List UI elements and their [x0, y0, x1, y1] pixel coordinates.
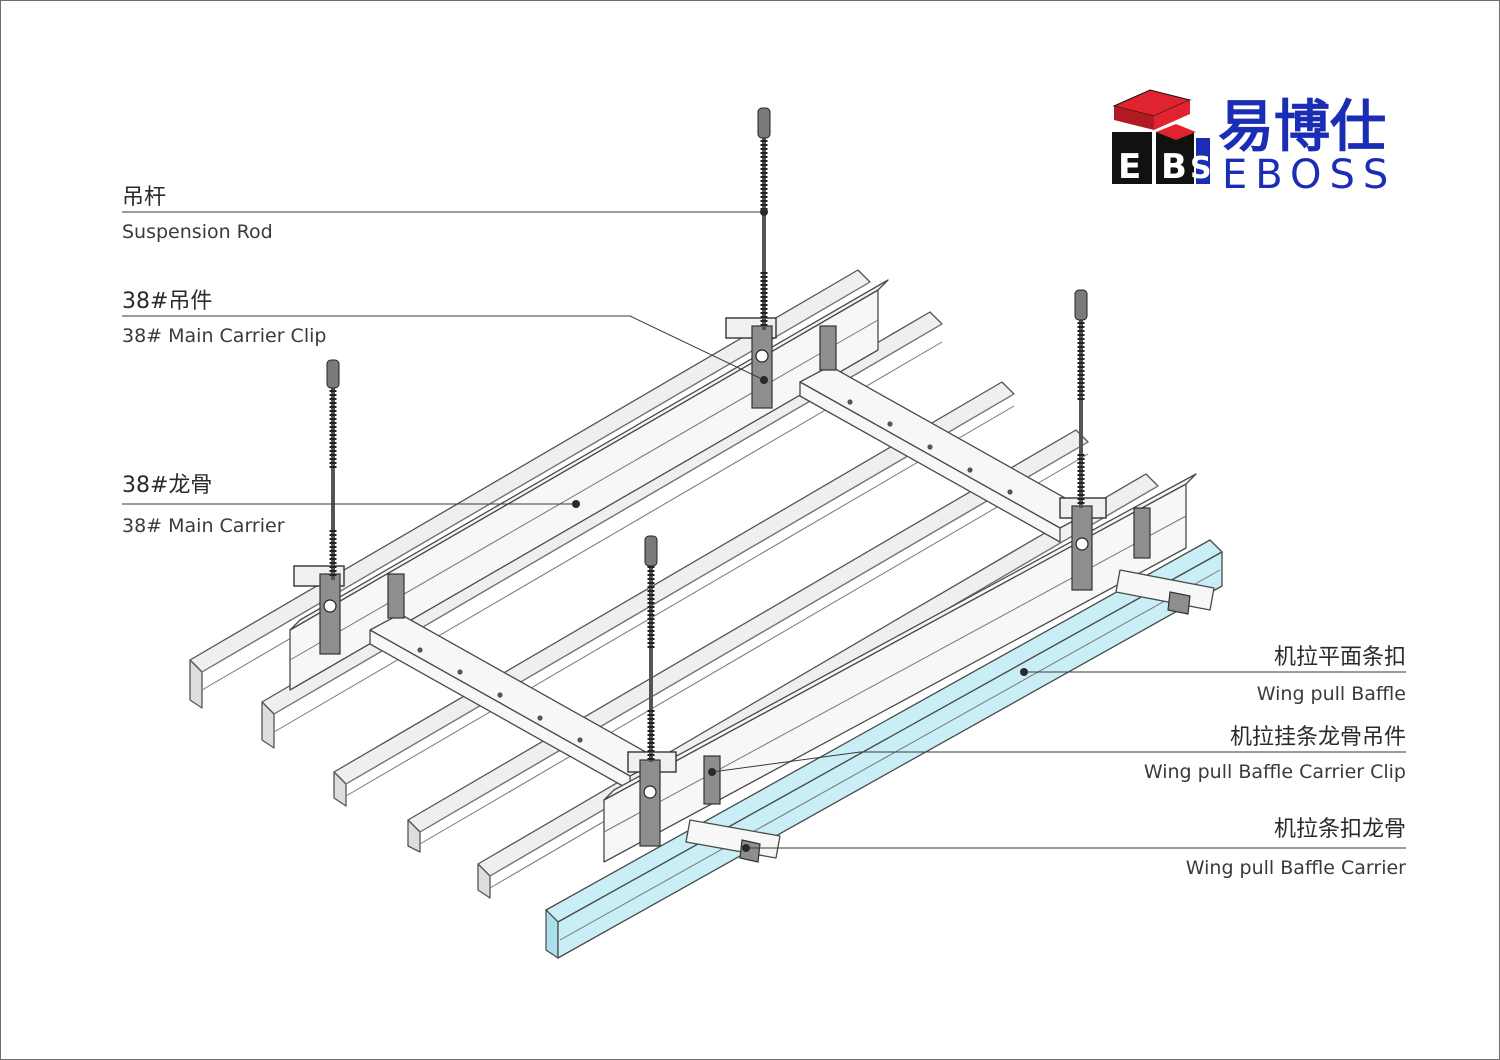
suspension-rod-3	[1074, 289, 1088, 508]
leader-lines	[122, 208, 1406, 852]
label-main-carrier: 38#龙骨 38# Main Carrier	[122, 473, 285, 537]
svg-text:S: S	[1190, 151, 1212, 186]
suspension-rod-4	[644, 535, 658, 762]
leader-baffle-carrier-clip	[711, 751, 1406, 773]
label-baffle-carrier-clip-cn: 机拉挂条龙骨吊件	[1230, 725, 1406, 750]
label-baffle-carrier-cn: 机拉条扣龙骨	[1274, 817, 1406, 842]
label-main-carrier-clip-cn: 38#吊件	[122, 289, 212, 314]
label-baffle-carrier-clip-en: Wing pull Baffle Carrier Clip	[1144, 761, 1406, 783]
suspension-rod-1	[326, 359, 340, 580]
label-suspension-rod-en: Suspension Rod	[122, 221, 273, 243]
label-baffle-carrier-clip: 机拉挂条龙骨吊件 Wing pull Baffle Carrier Clip	[1144, 725, 1406, 783]
baffle-carrier-end-clip-upper	[1115, 569, 1215, 615]
logo-name-en: EBOSS	[1222, 152, 1396, 198]
baffle-carrier-cross-right	[799, 365, 1091, 543]
baffle-carrier-clip-1	[387, 573, 405, 619]
baffle-carrier-clip-3	[1133, 507, 1151, 559]
label-wing-pull-baffle-cn: 机拉平面条扣	[1274, 645, 1406, 670]
label-wing-pull-baffle-en: Wing pull Baffle	[1257, 683, 1406, 705]
svg-text:B: B	[1161, 147, 1187, 187]
label-main-carrier-clip-en: 38# Main Carrier Clip	[122, 325, 326, 347]
label-main-carrier-en: 38# Main Carrier	[122, 515, 285, 537]
main-carrier-clip-1	[293, 565, 345, 655]
main-carrier-lower	[603, 473, 1197, 863]
label-baffle-carrier-en: Wing pull Baffle Carrier	[1186, 857, 1406, 879]
eboss-logo: E B S 易博仕 EBOSS	[1112, 89, 1396, 198]
baffle-carrier-clip-2	[819, 325, 837, 371]
svg-text:E: E	[1118, 147, 1141, 187]
suspension-rod-2	[757, 107, 771, 330]
label-suspension-rod-cn: 吊杆	[122, 185, 166, 210]
logo-name-cn: 易博仕	[1218, 95, 1386, 160]
logo-cube-icon: E B S	[1112, 89, 1212, 187]
baffle-carrier-clip-4	[703, 755, 721, 805]
label-main-carrier-cn: 38#龙骨	[122, 473, 212, 498]
label-main-carrier-clip: 38#吊件 38# Main Carrier Clip	[122, 289, 326, 347]
label-suspension-rod: 吊杆 Suspension Rod	[122, 185, 273, 243]
leader-main-carrier-clip	[122, 315, 765, 381]
label-baffle-carrier: 机拉条扣龙骨 Wing pull Baffle Carrier	[1186, 817, 1406, 879]
label-wing-pull-baffle: 机拉平面条扣 Wing pull Baffle	[1257, 645, 1406, 705]
